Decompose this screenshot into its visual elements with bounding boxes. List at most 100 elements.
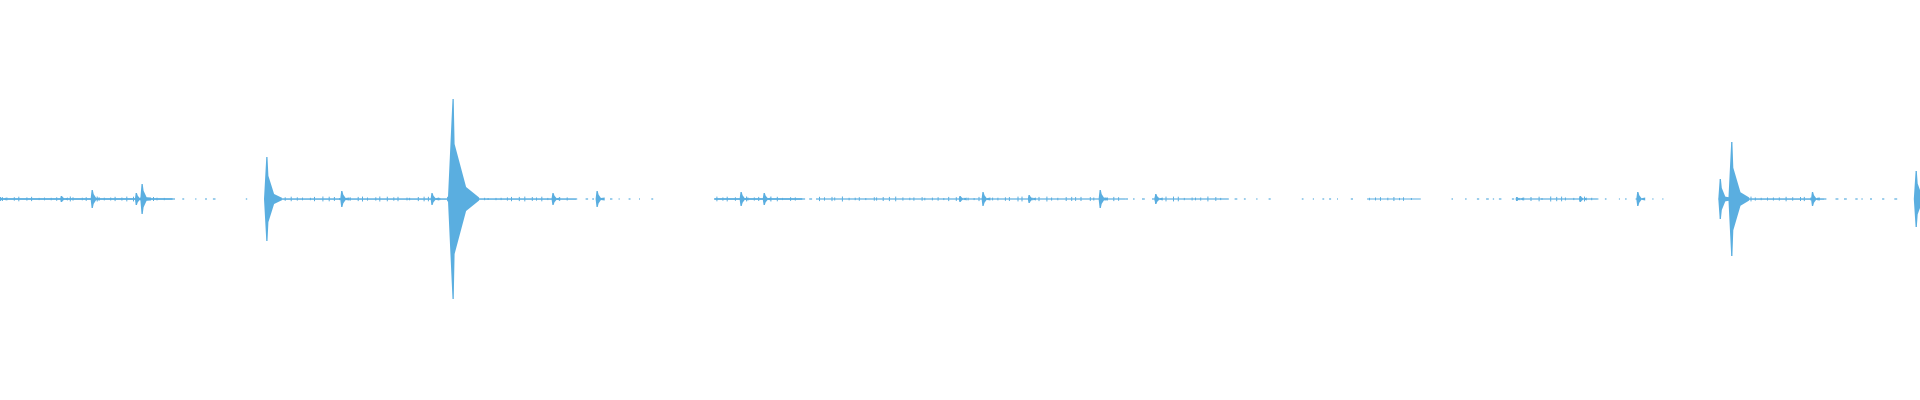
waveform-peak-tip	[135, 193, 137, 205]
waveform-jitter	[888, 196, 890, 202]
waveform-dot	[651, 198, 654, 200]
waveform-baseline	[0, 196, 1824, 202]
waveform-peak-11	[739, 192, 749, 206]
waveform-jitter	[794, 197, 796, 201]
waveform-jitter	[1760, 197, 1762, 201]
waveform-dot	[592, 198, 594, 200]
waveform-jitter	[997, 197, 999, 201]
waveform-jitter	[1046, 196, 1048, 202]
waveform-jitter	[1541, 198, 1543, 200]
waveform-jitter	[333, 197, 335, 201]
waveform-peak-24	[1913, 171, 1920, 227]
waveform-jitter	[38, 197, 40, 201]
waveform-dot	[1301, 198, 1304, 200]
waveform-jitter	[776, 196, 778, 202]
waveform-peak-8	[447, 99, 480, 299]
waveform-jitter	[876, 197, 878, 201]
waveform-jitter	[393, 197, 395, 201]
waveform-peak-tip	[1579, 196, 1581, 202]
waveform-dot	[809, 198, 813, 200]
waveform-dot	[1268, 198, 1271, 200]
waveform-peak-21	[1718, 179, 1731, 219]
waveform-dot	[1312, 198, 1314, 200]
waveform-dot	[610, 198, 613, 200]
waveform-dot	[576, 198, 578, 200]
waveform-peak-9	[551, 193, 561, 205]
waveform-jitter	[882, 197, 884, 201]
waveform-jitter	[1564, 197, 1566, 201]
waveform-dot	[628, 198, 631, 200]
waveform-jitter	[1089, 197, 1091, 201]
waveform-jitter	[31, 196, 33, 202]
waveform-jitter	[357, 196, 359, 202]
waveform-jitter	[375, 197, 377, 201]
waveform-jitter	[328, 196, 330, 202]
waveform-jitter	[1065, 197, 1067, 201]
waveform-dot	[1322, 198, 1325, 200]
waveform-jitter	[1550, 196, 1552, 202]
waveform-dot	[1625, 198, 1627, 200]
waveform-segment-4	[1152, 198, 1229, 200]
waveform-jitter	[1754, 197, 1756, 201]
waveform-jitter	[1220, 197, 1222, 201]
waveform-peak-tip	[431, 193, 433, 205]
waveform-jitter	[314, 196, 315, 202]
waveform-dot	[1870, 198, 1872, 200]
waveform-jitter	[1573, 197, 1575, 201]
waveform-jitter	[1800, 197, 1801, 201]
waveform-silence-dots	[172, 198, 1898, 200]
waveform-jitter	[865, 198, 867, 201]
waveform-dot	[1142, 198, 1145, 200]
waveform-jitter	[790, 197, 792, 201]
waveform-peak-23	[1811, 192, 1820, 206]
waveform-jitter	[1075, 197, 1077, 201]
waveform-peak-tip	[982, 192, 984, 206]
waveform-dot	[1350, 198, 1353, 200]
waveform-jitter	[854, 197, 856, 201]
waveform-dot	[1894, 198, 1898, 200]
waveform-jitter	[1207, 196, 1209, 202]
waveform-jitter	[848, 197, 850, 201]
waveform-peak-tip	[1637, 192, 1639, 206]
waveform-jitter	[56, 197, 58, 201]
waveform-jitter	[931, 197, 933, 201]
waveform-jitter	[156, 197, 158, 201]
waveform-jitter	[943, 198, 945, 201]
waveform-dot	[1604, 198, 1607, 200]
waveform-peak-tip	[341, 191, 343, 207]
waveform-jitter	[379, 196, 381, 202]
waveform-peak-3	[134, 193, 144, 205]
waveform-jitter	[18, 196, 20, 202]
waveform-peak-tip	[1915, 171, 1917, 227]
waveform-jitter	[1803, 196, 1805, 202]
waveform-jitter	[1021, 196, 1023, 202]
waveform-jitter	[296, 197, 298, 201]
waveform-jitter	[1375, 197, 1376, 201]
waveform-peak-1	[60, 196, 68, 202]
waveform-dot	[1652, 198, 1654, 200]
waveform-dot	[195, 198, 197, 200]
waveform-jitter	[547, 197, 549, 201]
waveform-jitter	[81, 197, 83, 201]
waveform-dot	[1486, 198, 1489, 200]
waveform-jitter	[1017, 196, 1019, 202]
waveform-jitter	[114, 196, 116, 202]
waveform-peak-2	[90, 190, 100, 208]
waveform-jitter	[500, 197, 502, 201]
waveform-jitter	[1177, 196, 1179, 202]
waveform-dot	[1125, 198, 1128, 200]
waveform-jitter	[6, 197, 8, 201]
waveform-jitter	[423, 196, 425, 202]
waveform-peak-tip	[266, 157, 268, 241]
waveform-jitter	[1785, 196, 1787, 202]
waveform-peak-4	[140, 184, 152, 214]
waveform-peak-tip	[141, 184, 143, 214]
waveform-jitter	[909, 197, 911, 201]
waveform-dot	[618, 198, 620, 200]
waveform-dot	[1256, 198, 1258, 200]
waveform-dot	[1234, 198, 1238, 200]
waveform-dot	[1498, 198, 1502, 200]
waveform-jitter	[955, 197, 957, 201]
